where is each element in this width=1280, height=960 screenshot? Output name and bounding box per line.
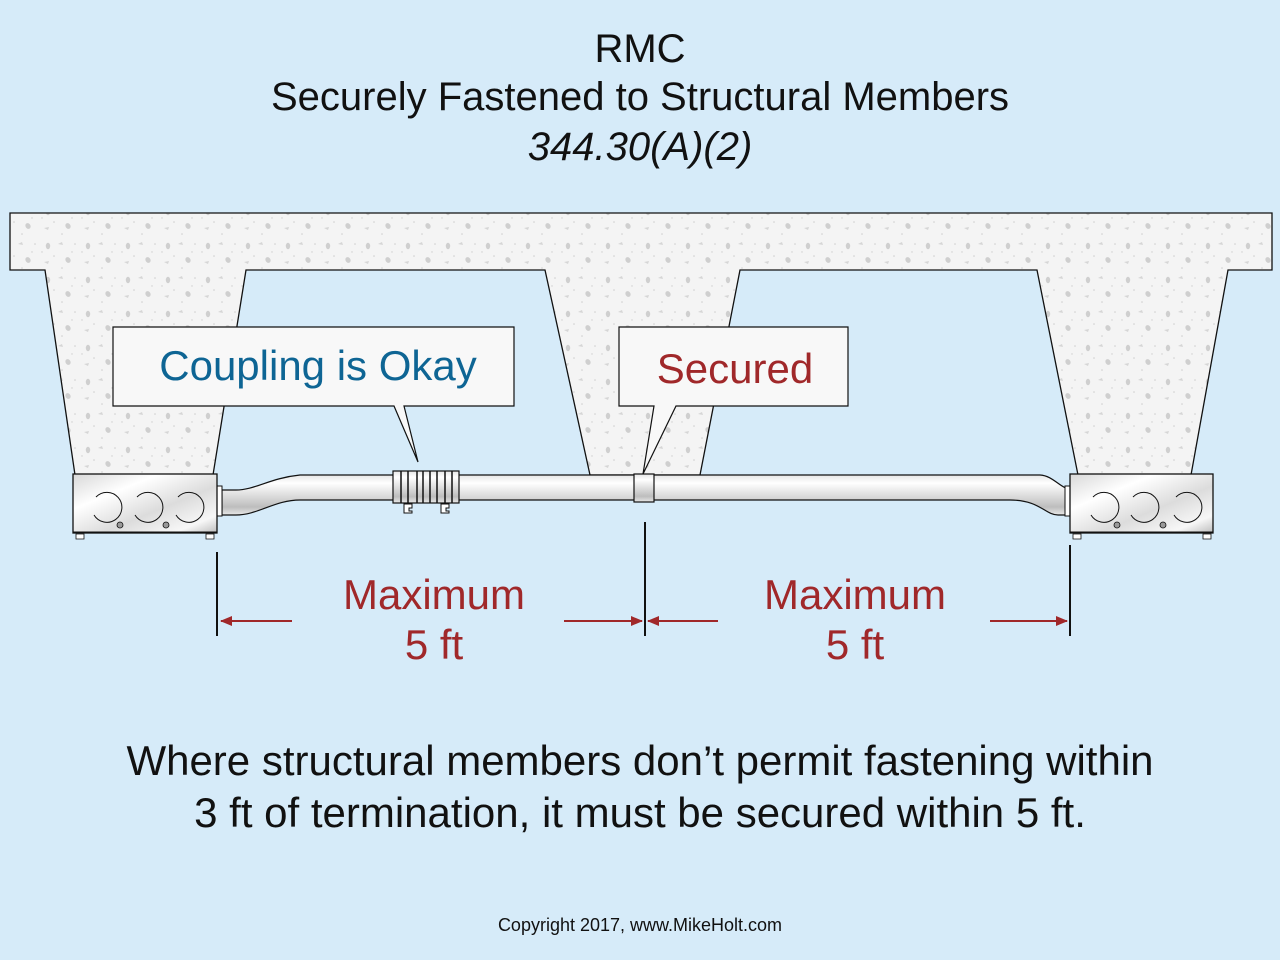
dimension-right: Maximum 5 ft — [705, 570, 1005, 670]
dimension-right-value: 5 ft — [825, 621, 885, 668]
dimension-left-label: Maximum — [342, 571, 525, 618]
secured-callout-text: Secured — [657, 345, 813, 392]
footer-line-1: Where structural members don’t permit fa… — [126, 737, 1154, 784]
diagram-title: RMC — [594, 27, 686, 71]
coupling-icon — [392, 470, 460, 514]
copyright: Copyright 2017, www.MikeHolt.com — [497, 915, 783, 935]
dimension-right-label: Maximum — [763, 571, 946, 618]
left-junction-box-icon — [72, 473, 223, 540]
code-reference: 344.30(A)(2) — [527, 125, 753, 169]
coupling-callout-text: Coupling is Okay — [159, 342, 476, 389]
secured-callout: Secured — [618, 326, 849, 475]
diagram-subtitle: Securely Fastened to Structural Members — [270, 75, 1010, 119]
right-junction-box-icon — [1064, 473, 1214, 540]
footer-line-2: 3 ft of termination, it must be secured … — [194, 789, 1086, 836]
dimension-left: Maximum 5 ft — [284, 570, 584, 670]
dimension-lines — [216, 522, 1071, 636]
strap-icon — [633, 473, 655, 503]
dimension-left-value: 5 ft — [404, 621, 464, 668]
coupling-callout: Coupling is Okay — [112, 326, 515, 463]
